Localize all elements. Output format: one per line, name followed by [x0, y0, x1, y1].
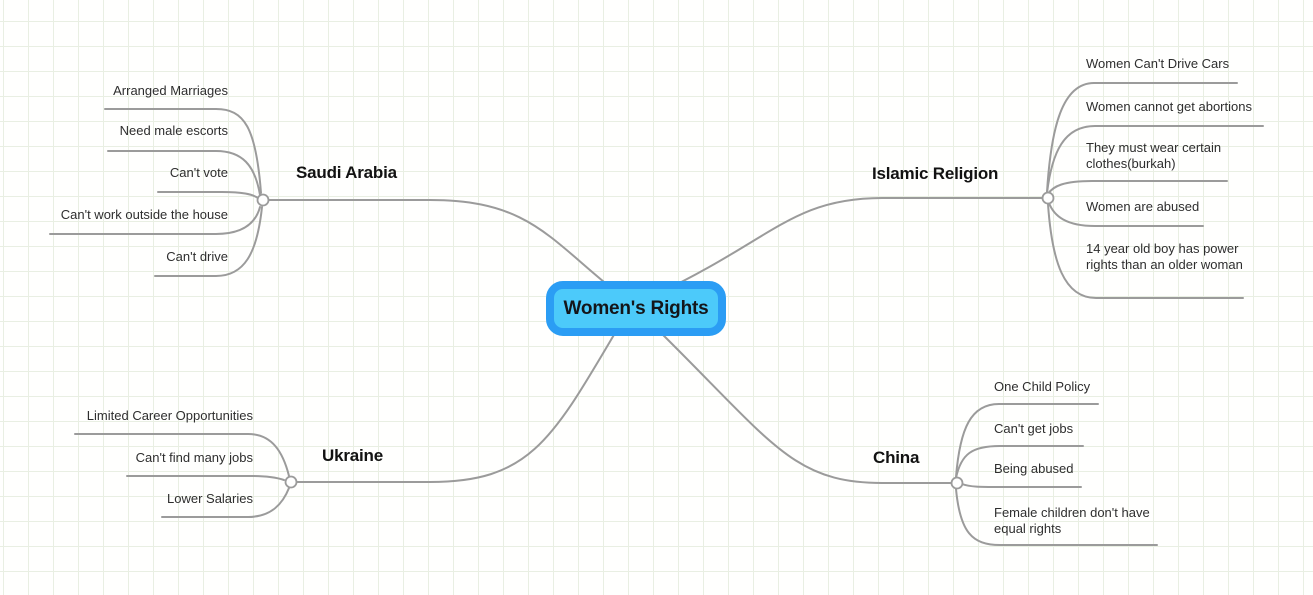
branch-anchor-china[interactable]: [950, 476, 964, 490]
child-limited-career-opportunities[interactable]: Limited Career Opportunities: [86, 408, 253, 423]
connector-ukraine-child-1: [74, 433, 290, 477]
connector-islamic-child-4: [1048, 202, 1204, 227]
child-women-cannot-get-abortions[interactable]: Women cannot get abortions: [1086, 99, 1252, 114]
connector-saudi-child-5: [154, 206, 263, 277]
branch-anchor-islamic-religion[interactable]: [1041, 191, 1055, 205]
branch-saudi-arabia[interactable]: Saudi Arabia: [296, 163, 397, 182]
child-women-are-abused[interactable]: Women are abused: [1086, 199, 1200, 214]
connector-islamic-child-2: [1046, 125, 1264, 194]
connector-root-ukraine: [295, 327, 619, 483]
child-women-cant-drive-cars[interactable]: Women Can't Drive Cars: [1086, 56, 1230, 71]
root-topic[interactable]: Women's Rights: [546, 281, 726, 336]
child-cant-find-many-jobs[interactable]: Can't find many jobs: [135, 450, 253, 465]
child-being-abused[interactable]: Being abused: [994, 461, 1074, 476]
connector-islamic-child-3: [1047, 180, 1228, 195]
branch-ukraine[interactable]: Ukraine: [322, 446, 383, 465]
connector-ukraine-child-3: [161, 487, 290, 518]
child-one-child-policy[interactable]: One Child Policy: [994, 379, 1091, 394]
child-cant-vote[interactable]: Can't vote: [169, 165, 228, 180]
connector-china-child-2: [955, 445, 1084, 479]
connector-ukraine-child-2: [126, 475, 285, 481]
connector-china-child-1: [955, 403, 1099, 478]
branch-anchor-ukraine[interactable]: [284, 475, 298, 489]
branch-china[interactable]: China: [873, 448, 920, 467]
connector-root-china: [655, 327, 954, 484]
child-14-year-old-boy[interactable]: 14 year old boy has power rights than an…: [1086, 241, 1243, 272]
child-cant-drive[interactable]: Can't drive: [166, 249, 228, 264]
connector-saudi-child-2: [107, 150, 261, 196]
root-topic-label: Women's Rights: [563, 297, 709, 319]
connector-saudi-child-3: [157, 191, 259, 199]
child-must-wear-certain-clothes[interactable]: They must wear certain clothes(burkah): [1086, 140, 1222, 171]
branch-anchor-saudi-arabia[interactable]: [256, 193, 270, 207]
connector-china-child-4: [955, 488, 1158, 546]
child-female-children-equal-rights[interactable]: Female children don't have equal rights: [994, 505, 1150, 536]
connector-islamic-child-1: [1046, 82, 1238, 193]
child-lower-salaries[interactable]: Lower Salaries: [167, 491, 253, 506]
branch-islamic-religion[interactable]: Islamic Religion: [872, 164, 999, 183]
connector-root-islamic-religion: [654, 197, 1044, 296]
child-arranged-marriages[interactable]: Arranged Marriages: [113, 83, 228, 98]
connector-root-saudi-arabia: [267, 199, 621, 296]
connector-islamic-child-5: [1047, 203, 1244, 299]
child-cant-work-outside[interactable]: Can't work outside the house: [60, 207, 228, 222]
child-need-male-escorts[interactable]: Need male escorts: [119, 123, 228, 138]
connector-china-child-3: [961, 483, 1082, 488]
connector-saudi-child-1: [104, 108, 262, 194]
connector-saudi-child-4: [49, 206, 261, 235]
child-cant-get-jobs[interactable]: Can't get jobs: [994, 421, 1074, 436]
